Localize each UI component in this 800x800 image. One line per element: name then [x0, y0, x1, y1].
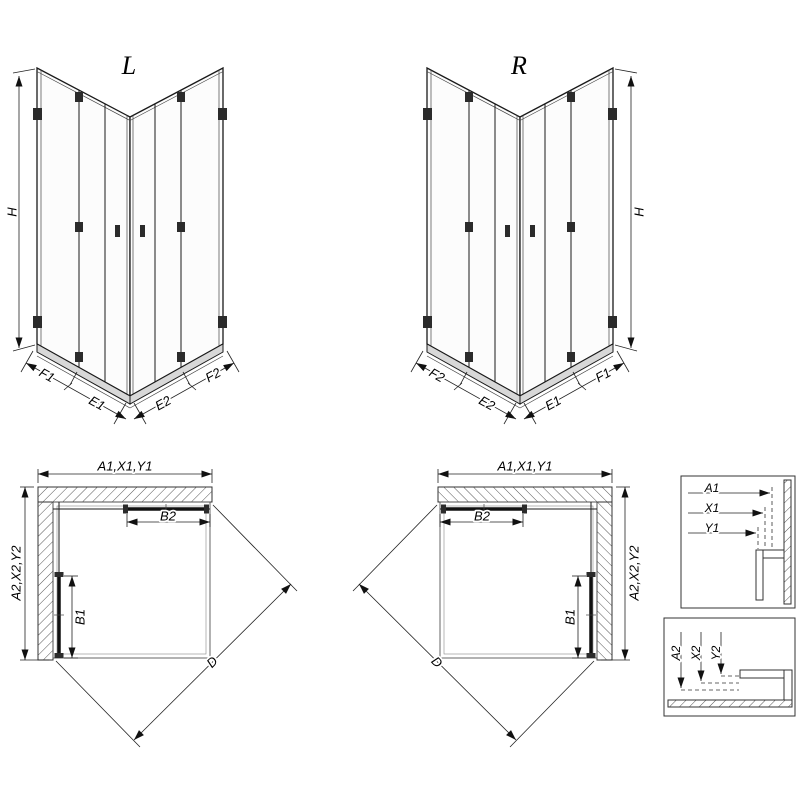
floor-section — [667, 699, 793, 708]
dim-h-left: H — [5, 207, 20, 217]
detail-x2: X2 — [689, 645, 703, 661]
dim-f1-right: F1 — [593, 365, 614, 385]
variant-label-left: L — [121, 51, 136, 80]
detail-a2: A2 — [669, 645, 683, 661]
dim-e1-right: E1 — [542, 393, 563, 414]
profile-bracket-glass — [755, 549, 764, 601]
detail-y2: Y2 — [709, 645, 723, 660]
iso-view-right: R H F2 E2 E1 F1 — [411, 51, 648, 424]
detail-box-horizontal: A1 X1 Y1 — [680, 475, 796, 609]
plan-view-right: A1,X1,Y1 A2,X2,Y2 B2 B1 D — [353, 457, 643, 748]
dim-b1-right: B1 — [563, 609, 578, 625]
dim-e1-left: E1 — [86, 393, 107, 414]
wall-section — [783, 479, 792, 605]
dim-f2-left: F2 — [203, 364, 224, 385]
dim-e2-right: E2 — [476, 393, 498, 414]
dim-e2-left: E2 — [152, 392, 174, 413]
dim-a1-left: A1,X1,Y1 — [97, 459, 153, 474]
variant-label-right: R — [510, 51, 527, 80]
iso-view-left: L H F1 E1 E2 F2 — [3, 51, 240, 424]
detail-a1: A1 — [704, 481, 720, 495]
dim-b2-left: B2 — [160, 509, 177, 524]
dim-h-right: H — [632, 207, 647, 217]
dim-b2-right: B2 — [474, 509, 491, 524]
dim-b1-left: B1 — [73, 609, 88, 625]
dim-f1-left: F1 — [37, 365, 58, 385]
profile-bracket-leg-2 — [783, 669, 793, 701]
dim-a2-right: A2,X2,Y2 — [627, 545, 642, 602]
dim-a1-right: A1,X1,Y1 — [497, 459, 553, 474]
plan-view-left: A1,X1,Y1 A2,X2,Y2 B2 B1 D — [7, 457, 298, 748]
dim-f2-right: F2 — [427, 365, 448, 386]
detail-x1: X1 — [704, 501, 720, 515]
detail-y1: Y1 — [705, 521, 720, 535]
dim-a2-left: A2,X2,Y2 — [9, 545, 24, 602]
detail-box-vertical: A2 X2 Y2 — [663, 617, 796, 717]
